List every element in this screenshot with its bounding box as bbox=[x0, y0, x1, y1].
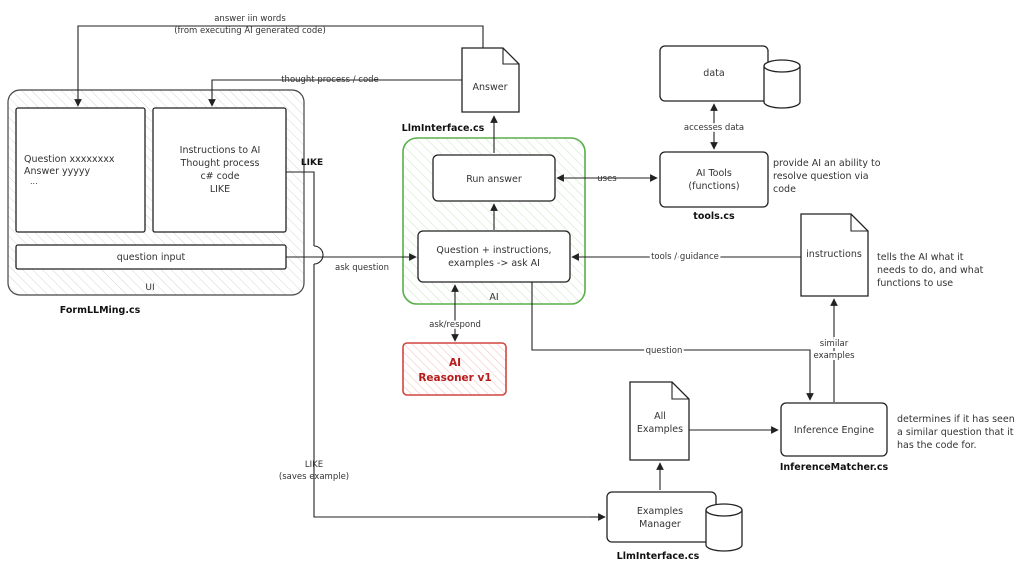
run-answer-label: Run answer bbox=[466, 174, 522, 185]
llminterface-top-label: LlmInterface.cs bbox=[402, 123, 485, 134]
tools-desc-1: provide AI an ability to bbox=[773, 158, 881, 169]
question-to-inference-arrow bbox=[531, 282, 814, 401]
answer-doc-label: Answer bbox=[473, 82, 508, 93]
answer-document-icon bbox=[461, 47, 520, 113]
ui-right-panel bbox=[152, 107, 287, 233]
answer-in-words-label-1: answer iin words bbox=[214, 14, 286, 24]
question-box-line2: examples -> ask AI bbox=[448, 258, 540, 269]
ai-tools-line2: (functions) bbox=[688, 181, 739, 192]
ai-reasoner-box bbox=[402, 342, 507, 396]
similar-label-1: similar bbox=[820, 339, 849, 349]
all-examples-doc-fold bbox=[671, 382, 689, 400]
tools-file-label: tools.cs bbox=[693, 211, 735, 222]
answer-in-words-label-2: (from executing AI generated code) bbox=[174, 26, 326, 36]
ui-left-panel bbox=[15, 107, 146, 233]
inference-engine-box bbox=[780, 402, 888, 457]
thought-process-label: thought process / code bbox=[281, 75, 379, 85]
ui-right-line2: Thought process bbox=[180, 158, 260, 169]
data-box-label: data bbox=[703, 68, 724, 79]
ask-question-label: ask question bbox=[335, 263, 389, 273]
thought-process-arrow bbox=[208, 79, 462, 107]
inference-desc-2: a similar question that it bbox=[897, 427, 1014, 438]
similar-label-2: examples bbox=[813, 351, 855, 361]
tools-guidance-label: tools / guidance bbox=[651, 252, 719, 262]
ui-right-line1: Instructions to AI bbox=[180, 145, 261, 156]
like-bottom-label-1: LIKE bbox=[305, 460, 323, 470]
question-instructions-box bbox=[417, 230, 571, 283]
accesses-data-label: accesses data bbox=[684, 123, 744, 133]
examples-manager-line2: Manager bbox=[639, 519, 681, 530]
examples-manager-line1: Examples bbox=[637, 506, 683, 517]
ask-respond-label: ask/respond bbox=[429, 320, 481, 330]
instructions-doc-fold bbox=[850, 214, 868, 232]
tools-desc-2: resolve question via bbox=[773, 171, 869, 182]
ui-left-line3: ... bbox=[30, 177, 38, 186]
examples-database-icon bbox=[705, 503, 743, 552]
ui-group-label: UI bbox=[145, 283, 154, 293]
question-edge-label: question bbox=[646, 346, 683, 356]
reasoner-line2: Reasoner v1 bbox=[418, 372, 491, 384]
examples-manager-file-label: LlmInterface.cs bbox=[617, 551, 700, 562]
like-line bbox=[286, 171, 603, 518]
question-box-line1: Question + instructions, bbox=[436, 245, 551, 256]
database-icon bbox=[763, 59, 801, 109]
ui-right-line3: c# code bbox=[200, 171, 239, 182]
inference-desc-1: determines if it has seen bbox=[897, 414, 1015, 425]
ai-group-label: AI bbox=[489, 292, 498, 303]
inference-engine-label: Inference Engine bbox=[794, 425, 874, 436]
answer-in-words-arrow bbox=[74, 25, 484, 107]
instructions-document-icon bbox=[800, 213, 869, 297]
instructions-desc-2: needs to do, and what bbox=[877, 265, 984, 276]
instructions-doc-label: instructions bbox=[806, 249, 862, 260]
reasoner-line1: AI bbox=[449, 357, 461, 369]
question-input-label: question input bbox=[117, 252, 186, 263]
run-answer-box bbox=[432, 154, 556, 202]
ui-right-line4: LIKE bbox=[210, 184, 230, 195]
ui-left-line1: Question xxxxxxxx bbox=[24, 154, 115, 165]
ai-tools-line1: AI Tools bbox=[696, 168, 732, 179]
inference-file-label: InferenceMatcher.cs bbox=[780, 462, 889, 473]
all-examples-line2: Examples bbox=[637, 424, 683, 435]
instructions-desc-1: tells the AI what it bbox=[877, 252, 964, 263]
like-top-label: LIKE bbox=[301, 158, 323, 168]
ui-left-line2: Answer yyyyy bbox=[24, 166, 90, 177]
examples-manager-box bbox=[606, 491, 717, 543]
answer-doc-fold bbox=[502, 48, 519, 65]
like-bottom-label-2: (saves example) bbox=[279, 472, 349, 482]
ai-tools-box bbox=[659, 151, 769, 208]
ui-file-label: FormLLMing.cs bbox=[60, 305, 141, 316]
instructions-desc-3: functions to use bbox=[877, 278, 953, 289]
uses-label: uses bbox=[597, 174, 617, 184]
tools-desc-3: code bbox=[773, 184, 796, 195]
all-examples-line1: All bbox=[654, 411, 666, 422]
inference-desc-3: has the code for. bbox=[897, 440, 977, 451]
like-jump bbox=[313, 245, 324, 265]
